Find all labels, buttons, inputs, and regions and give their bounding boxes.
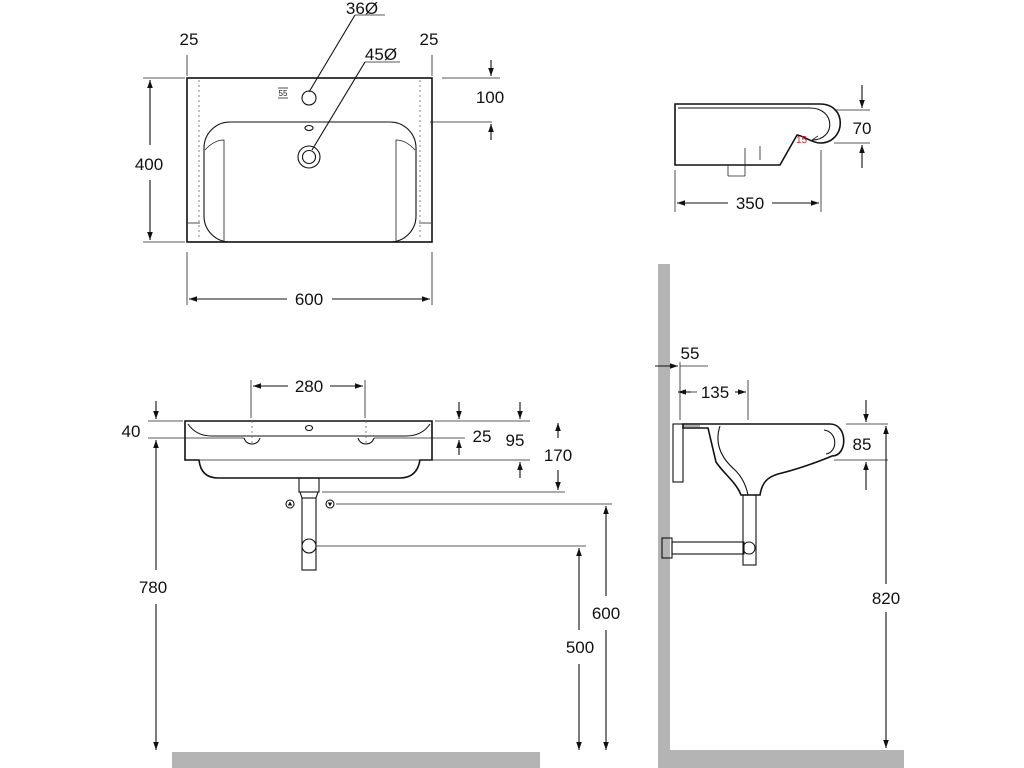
wall-basin-height-label: 85 bbox=[853, 435, 872, 454]
profile-height-label: 70 bbox=[853, 119, 872, 138]
front-basin-height-label: 95 bbox=[506, 431, 525, 450]
front-basin-outline bbox=[184, 420, 433, 479]
tap-offset-label: 100 bbox=[476, 88, 504, 107]
waste-offset-label: 135 bbox=[701, 383, 729, 402]
wall-bracket bbox=[672, 423, 684, 483]
width-label: 600 bbox=[295, 290, 323, 309]
wall bbox=[658, 264, 904, 768]
rim-left-label: 25 bbox=[180, 30, 199, 49]
rim-height-label: 780 bbox=[139, 578, 167, 597]
side-profile: 15 70 350 bbox=[674, 85, 872, 213]
tap-hole bbox=[301, 90, 317, 106]
wall-offset-label: 55 bbox=[681, 344, 700, 363]
profile-outline bbox=[674, 103, 842, 166]
profile-depth-label: 350 bbox=[736, 194, 764, 213]
waste-pipe bbox=[671, 541, 745, 555]
tap-hole-label: 36Ø bbox=[346, 0, 378, 18]
overflow-hole bbox=[304, 124, 314, 132]
wall-rim-height-label: 820 bbox=[872, 589, 900, 608]
waste-trap bbox=[298, 477, 320, 493]
tap-small-label: 55 bbox=[279, 89, 288, 98]
basin-bowl-outline bbox=[203, 121, 417, 243]
depth-label: 400 bbox=[135, 155, 163, 174]
waste-hole bbox=[297, 145, 321, 169]
wall-view: 55 135 85 820 bbox=[655, 264, 904, 768]
rim-thickness-label: 40 bbox=[122, 422, 141, 441]
trap-height-label: 600 bbox=[592, 604, 620, 623]
front-view: 280 40 25 95 170 780 600 500 bbox=[122, 377, 620, 768]
angle-label: 15 bbox=[796, 135, 808, 146]
rim-right-label: 25 bbox=[420, 30, 439, 49]
total-height-label: 170 bbox=[544, 446, 572, 465]
floor bbox=[172, 752, 540, 768]
bracket-spacing-label: 280 bbox=[295, 377, 323, 396]
outlet-height-label: 500 bbox=[566, 638, 594, 657]
top-to-holes-label: 25 bbox=[473, 427, 492, 446]
top-view: 25 25 36Ø 45Ø 55 400 600 100 bbox=[135, 0, 504, 309]
wall-basin-outline bbox=[682, 423, 845, 496]
waste-hole-label: 45Ø bbox=[365, 45, 397, 64]
